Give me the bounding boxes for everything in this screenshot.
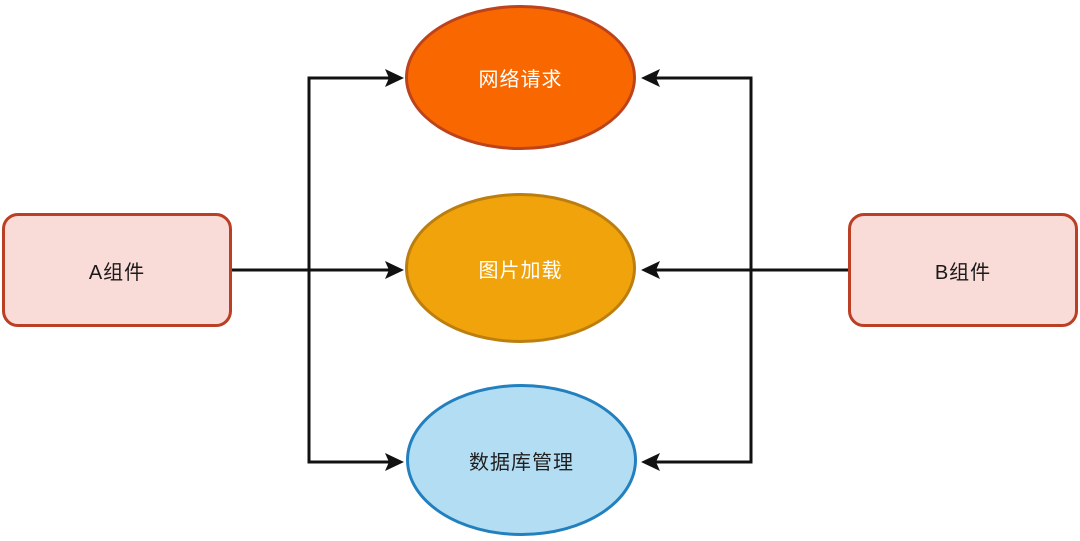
arrowhead-a-to-network-request <box>385 69 404 87</box>
arrowhead-a-to-image-loading <box>385 261 404 279</box>
node-component-b[interactable]: B组件 <box>848 213 1078 327</box>
node-component-a-label: A组件 <box>88 261 146 284</box>
arrowhead-b-to-image-loading <box>641 261 660 279</box>
node-network-request[interactable]: 网络请求 <box>405 5 636 150</box>
arrowhead-b-to-network-request <box>641 69 660 87</box>
node-image-loading-label: 图片加载 <box>478 259 563 282</box>
node-component-b-label: B组件 <box>934 261 992 284</box>
edges-from-component-a <box>230 69 404 471</box>
edges-from-component-b <box>641 69 850 471</box>
node-database-management[interactable]: 数据库管理 <box>406 384 637 536</box>
arrowhead-a-to-database-management <box>385 453 404 471</box>
node-component-a[interactable]: A组件 <box>2 213 232 327</box>
node-network-request-label: 网络请求 <box>478 69 563 91</box>
node-database-management-label: 数据库管理 <box>469 451 574 474</box>
arrowhead-b-to-database-management <box>641 453 660 471</box>
node-image-loading[interactable]: 图片加载 <box>405 193 636 343</box>
